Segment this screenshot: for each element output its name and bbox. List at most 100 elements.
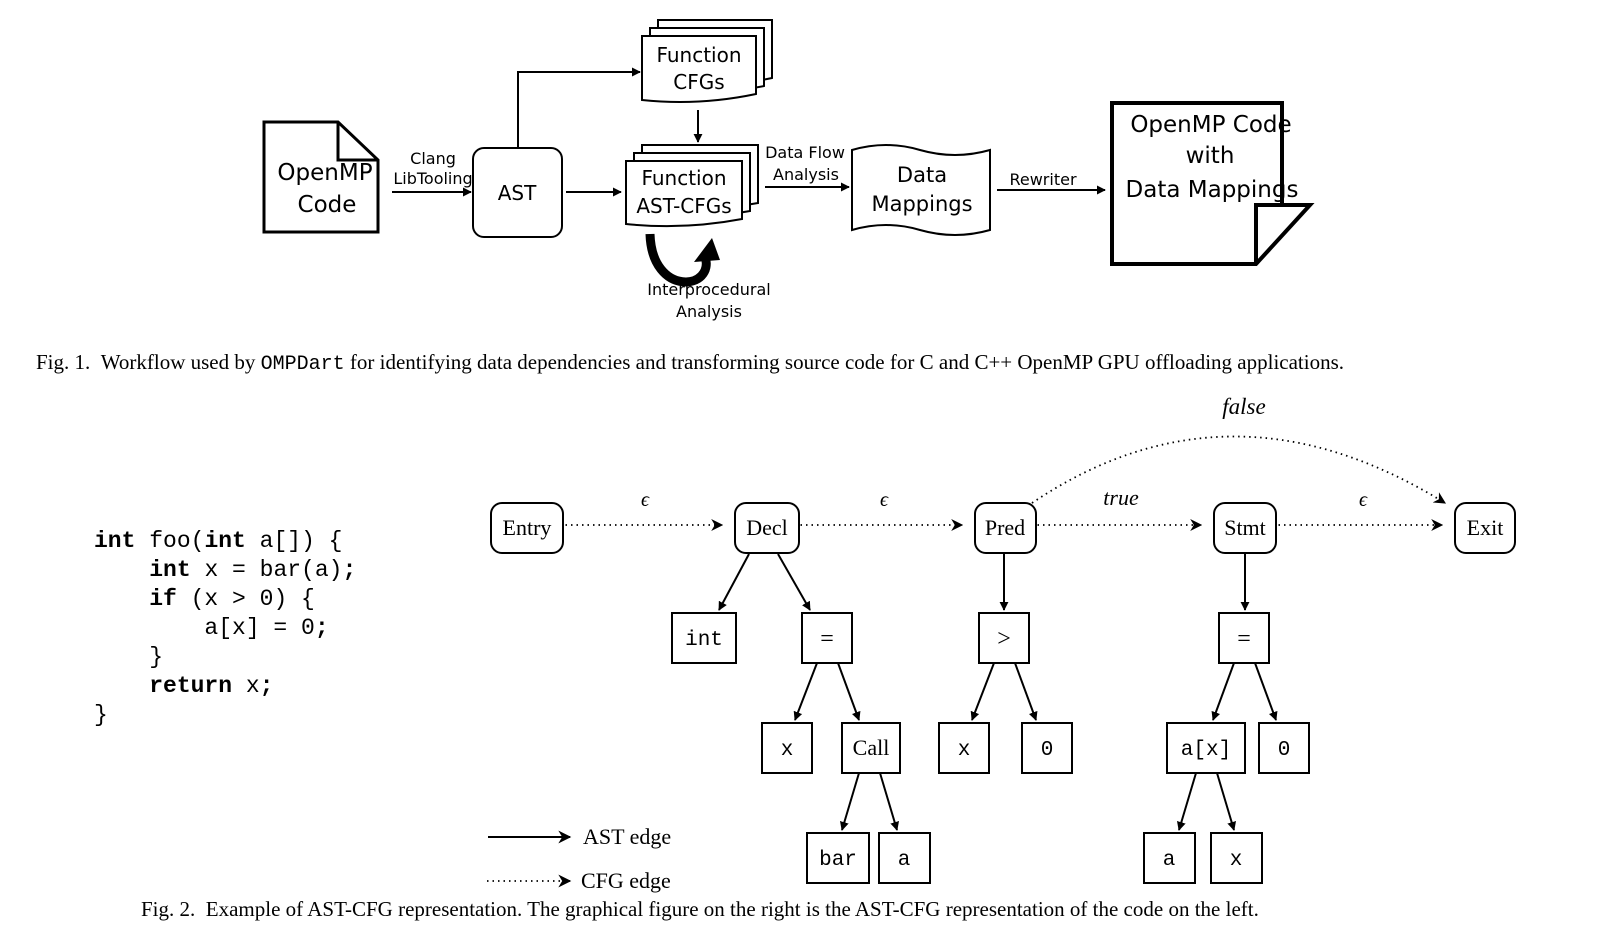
code-keyword: ;	[259, 673, 274, 699]
data-mappings-label-2: Mappings	[871, 192, 972, 216]
node-decl-x	[761, 722, 813, 774]
code-line: int x = bar(a);	[94, 556, 356, 585]
output-label-2: with	[1186, 143, 1235, 169]
function-cfgs-stack: Function CFGs	[641, 19, 773, 103]
edge-label-pred-exit: false	[1222, 394, 1265, 419]
code-text: x = bar(a)	[190, 557, 343, 583]
code-text	[94, 557, 149, 583]
node-decl-eq-label: =	[820, 626, 834, 652]
caption-1-prefix: Fig. 1. Workflow used by	[36, 350, 261, 374]
openmp-code-label-2: Code	[298, 192, 357, 218]
node-stmt-x	[1210, 832, 1263, 884]
node-entry-label: Entry	[503, 515, 552, 540]
node-stmt-eq-label: =	[1237, 626, 1251, 652]
node-pred-gt-label: >	[997, 626, 1011, 652]
node-call-a-label: a	[898, 849, 911, 872]
caption-1-suffix: for identifying data dependencies and tr…	[344, 350, 1345, 374]
node-pred	[974, 502, 1037, 554]
ast-edge-decl-eq	[777, 553, 811, 611]
code-line: a[x] = 0;	[94, 614, 356, 643]
node-stmt	[1213, 502, 1277, 554]
cfg-edge-pred-exit	[1031, 435, 1447, 504]
node-stmt-eq	[1218, 612, 1270, 664]
node-stmt-a-label: a	[1163, 849, 1176, 872]
code-keyword: int	[149, 557, 191, 583]
ast-edge-ax-x	[1216, 772, 1236, 831]
node-stmt-zero	[1258, 722, 1310, 774]
node-call-bar-label: bar	[819, 849, 857, 872]
code-keyword: if	[149, 586, 177, 612]
code-keyword: ;	[342, 557, 357, 583]
code-line: }	[94, 701, 356, 730]
node-stmt-x-label: x	[1230, 849, 1243, 872]
ast-edge-eq-ax	[1211, 662, 1235, 721]
node-pred-x-label: x	[958, 739, 971, 762]
openmp-code-label-1: OpenMP	[277, 160, 372, 186]
clang-label-1: Clang	[410, 149, 456, 168]
function-cfgs-label-1: Function	[656, 43, 741, 67]
node-pred-zero-label: 0	[1041, 739, 1054, 762]
edge-label-pred-stmt: true	[1103, 485, 1139, 510]
node-decl-int	[671, 612, 737, 664]
code-text: a[]) {	[245, 528, 343, 554]
code-text: foo(	[135, 528, 205, 554]
node-pred-x	[938, 722, 990, 774]
node-stmt-a	[1143, 832, 1196, 884]
function-cfgs-label-2: CFGs	[673, 70, 724, 94]
code-text: }	[94, 702, 108, 728]
data-mappings-label-1: Data	[897, 163, 947, 187]
node-decl-label: Decl	[746, 515, 788, 540]
code-text: }	[94, 644, 164, 670]
node-exit-label: Exit	[1467, 515, 1504, 540]
output-document: OpenMP Code with Data Mappings	[1110, 101, 1315, 266]
function-ast-cfgs-label-2: AST-CFGs	[636, 194, 731, 218]
ast-edge-eq-x	[793, 662, 818, 721]
openmp-code-document: OpenMP Code	[262, 120, 380, 234]
node-decl	[734, 502, 800, 554]
node-entry	[490, 502, 564, 554]
legend-cfg-edge-label: CFG edge	[581, 868, 671, 893]
data-mappings-shape	[851, 144, 991, 236]
node-pred-label: Pred	[985, 515, 1025, 540]
fig1-workflow: OpenMP Code Clang LibTooling AST Functio…	[262, 19, 1315, 321]
code-text: a[x] = 0	[94, 615, 315, 641]
function-ast-cfgs-label-1: Function	[641, 166, 726, 190]
ast-edge-eq-zero	[1254, 662, 1278, 721]
output-label-1: OpenMP Code	[1130, 112, 1291, 138]
ast-edge-decl-int	[718, 553, 750, 611]
node-decl-call-label: Call	[853, 735, 890, 760]
edge-label-decl-pred: ϵ	[880, 489, 889, 511]
node-decl-eq	[801, 612, 853, 664]
data-flow-label-2: Analysis	[773, 165, 839, 184]
interprocedural-label-2: Analysis	[676, 302, 742, 321]
cfg-edges	[560, 435, 1447, 531]
edge-label-stmt-exit: ϵ	[1359, 489, 1368, 511]
figure-1-caption: Fig. 1. Workflow used by OMPDart for ide…	[36, 350, 1344, 376]
node-stmt-ax	[1166, 722, 1246, 774]
code-keyword: return	[149, 673, 233, 699]
interprocedural-loop-arrow	[645, 233, 720, 287]
node-stmt-label: Stmt	[1224, 515, 1266, 540]
figure-2-caption: Fig. 2. Example of AST-CFG representatio…	[141, 897, 1259, 921]
code-keyword: int	[94, 528, 136, 554]
node-call-a	[878, 832, 931, 884]
node-pred-gt	[978, 612, 1030, 664]
clang-label-2: LibTooling	[393, 169, 472, 188]
code-text: x	[232, 673, 260, 699]
edge-label-entry-decl: ϵ	[641, 489, 650, 511]
ast-edges	[718, 553, 1278, 831]
code-keyword: int	[204, 528, 246, 554]
node-exit	[1454, 502, 1516, 554]
data-flow-label-1: Data Flow	[765, 143, 845, 162]
code-line: int foo(int a[]) {	[94, 527, 356, 556]
node-decl-x-label: x	[781, 739, 794, 762]
node-stmt-ax-label: a[x]	[1181, 739, 1231, 762]
ast-edge-eq-call	[837, 662, 861, 721]
legend: AST edge CFG edge	[487, 824, 671, 893]
node-stmt-zero-label: 0	[1278, 739, 1291, 762]
node-decl-call	[841, 722, 901, 774]
code-line: }	[94, 643, 356, 672]
fig2-ast-cfg: ϵ ϵ true ϵ false	[487, 394, 1516, 893]
code-listing: int foo(int a[]) { int x = bar(a); if (x…	[94, 527, 356, 730]
